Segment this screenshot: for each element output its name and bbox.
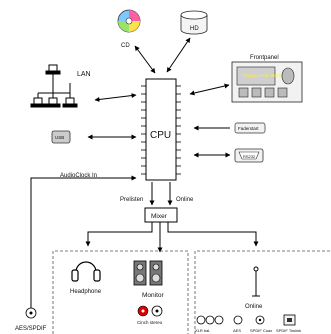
aes-spdif-input-icon (25, 307, 37, 319)
prelisten-label: Prelisten (120, 197, 143, 203)
frontpanel-cpu-arrow (189, 83, 230, 96)
usb-label: USB (55, 135, 64, 140)
cd-label: CD (121, 43, 130, 49)
hd-cpu-arrow (166, 37, 191, 73)
frontpanel-display (236, 66, 276, 86)
frontpanel-buttons (238, 87, 288, 98)
connection-arrows (30, 37, 231, 308)
aes-spdif-input-label: AES/SPDIF (15, 326, 47, 332)
frontpanel-label: Frontpanel (250, 55, 279, 61)
headphone-icon (71, 261, 101, 282)
aes-connector-icon (233, 315, 243, 325)
online-bottom-label: Online (245, 304, 263, 310)
mixer-box (144, 207, 178, 223)
faderstart-label: Faderstart (238, 126, 259, 131)
online-top-label: Online (176, 197, 194, 203)
spdif-toslink-label: SPDIF Toslink (276, 328, 301, 333)
mixer-label: Mixer (151, 213, 168, 220)
faderstart-box (234, 122, 266, 134)
cinch-connectors-icon (137, 305, 163, 317)
antenna-icon (252, 266, 260, 297)
lan-network-icon (30, 64, 78, 108)
hd-icon (180, 10, 208, 35)
lan-cpu-arrow (94, 93, 137, 102)
spdif-toslink-connector-icon (283, 314, 296, 326)
cd-cpu-arrow (134, 45, 156, 74)
frontpanel-knob (281, 67, 295, 85)
frontpanel-display-text: Playing Hello World (243, 73, 283, 78)
monitor-label: Monitor (142, 292, 165, 299)
xlr-label: XLR bal. (195, 328, 210, 333)
cpu-chip (141, 78, 181, 181)
aes-label: AES (233, 328, 241, 333)
xlr-connector-icons (196, 315, 224, 325)
cd-icon (117, 9, 141, 33)
cpu-label: CPU (150, 130, 171, 141)
monitor-speakers-icon (133, 260, 163, 286)
online-output-group (194, 250, 331, 334)
headphone-label: Headphone (70, 289, 102, 295)
lan-label: LAN (77, 71, 91, 78)
spdif-coax-connector-icon (255, 315, 265, 325)
mixer-output-arrows (85, 222, 259, 253)
rs232-connector-icon (234, 148, 264, 163)
audioclock-label: AudioClock In (60, 173, 97, 179)
prelisten-output-group (52, 250, 189, 334)
audioclock-arrow (30, 175, 137, 308)
rs232-label: RS232 (243, 154, 256, 159)
hd-label: HD (190, 26, 199, 32)
spdif-coax-label: SPDIF Coax (250, 328, 272, 333)
usb-icon (51, 130, 71, 144)
cinch-label: Cinch stereo (137, 320, 163, 325)
